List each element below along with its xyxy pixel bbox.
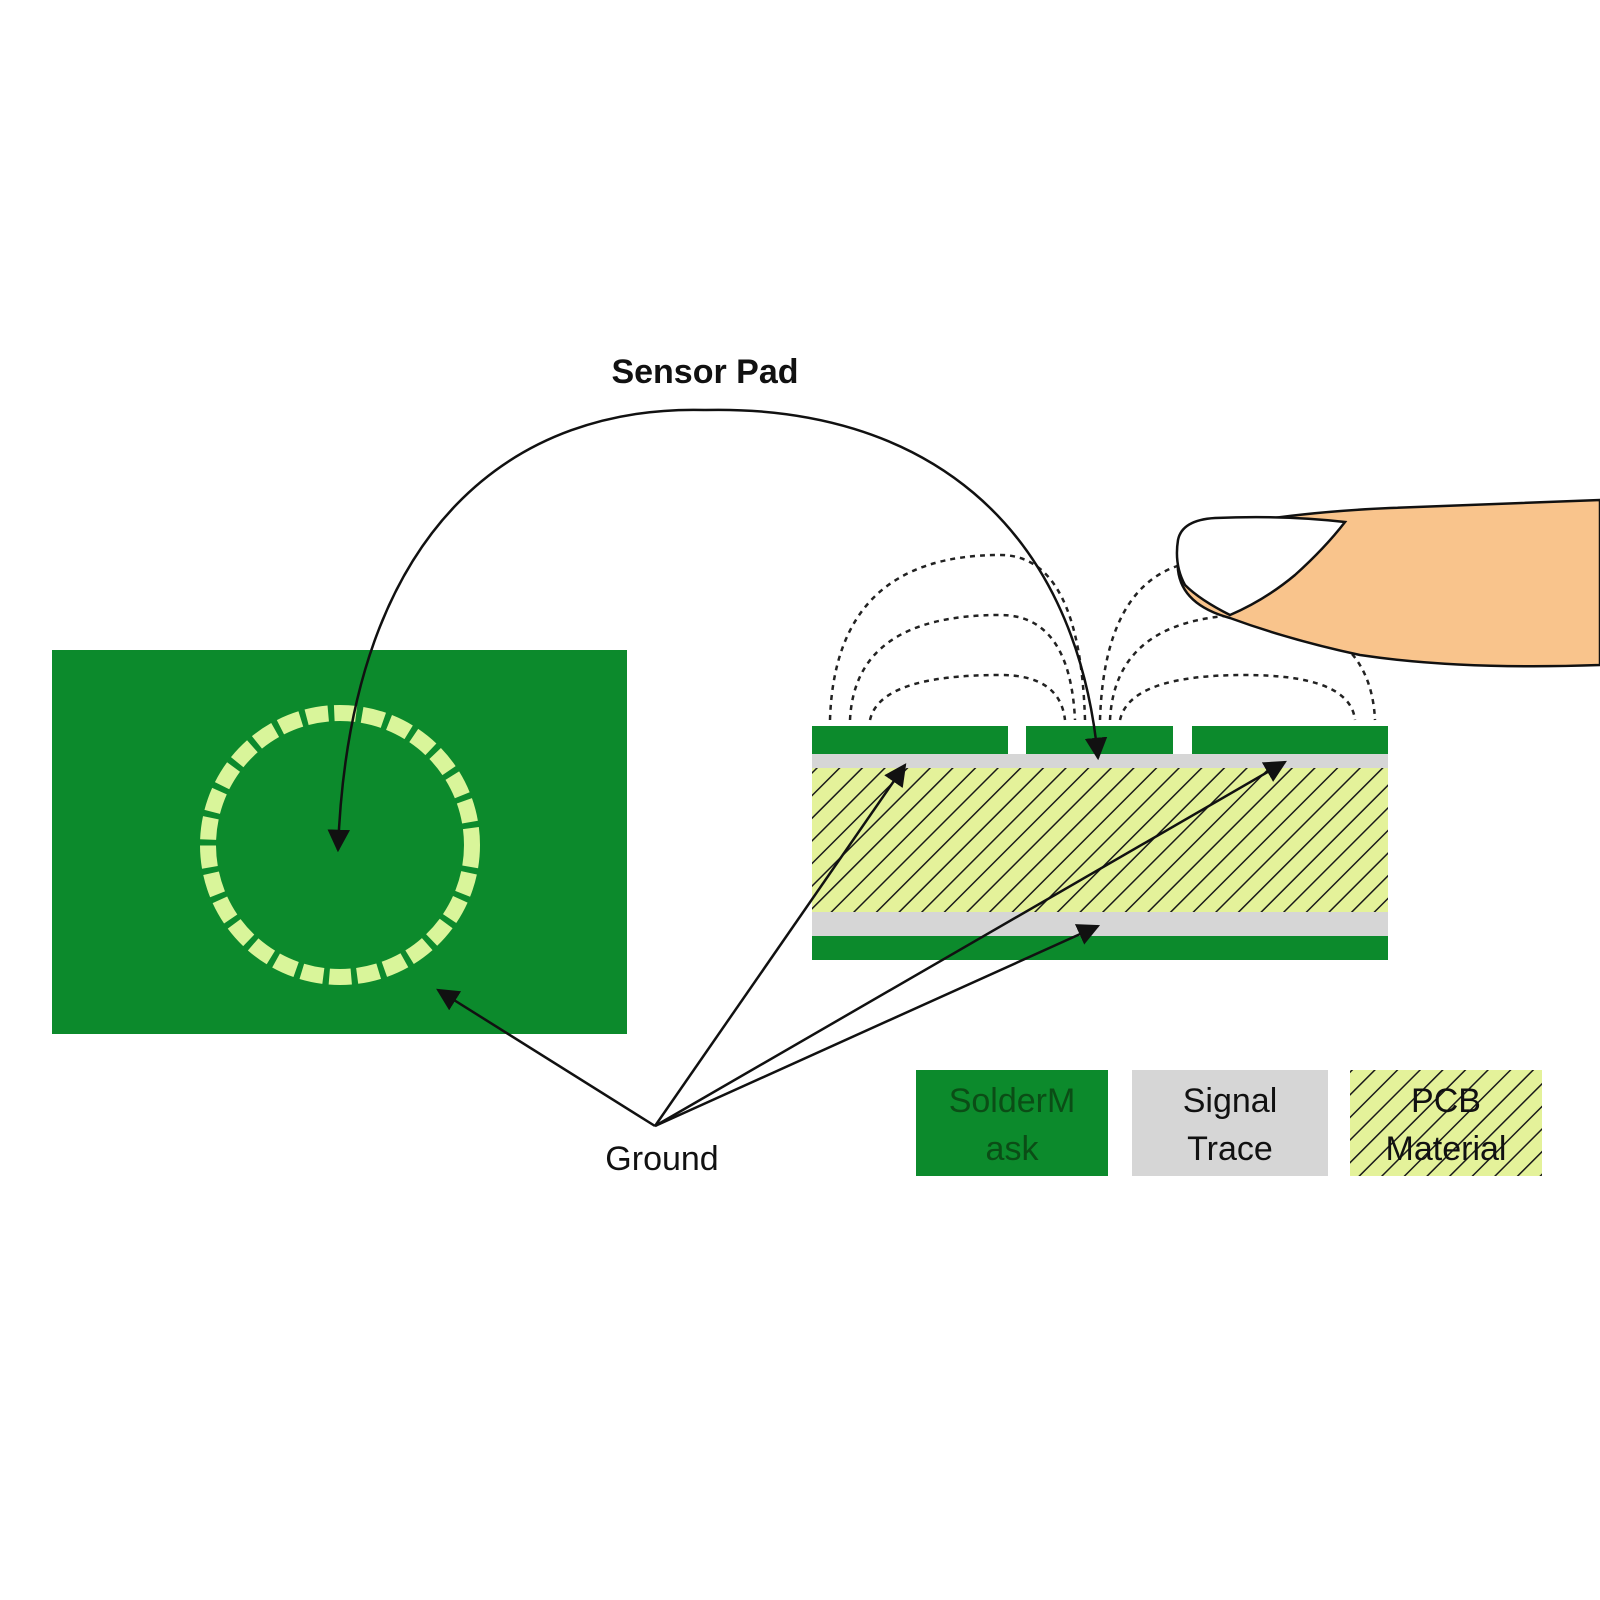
sensor-pad-label: Sensor Pad [611,353,798,391]
arrow-to-cross-section-pad [704,408,1108,761]
legend-swatch-signal-trace [1132,1070,1328,1176]
sensor-pad-arrows [327,408,1108,853]
legend-label-solder-mask-line2: ask [986,1130,1040,1168]
legend-label-pcb-material-line2: Material [1386,1130,1507,1168]
legend-label-signal-trace-line1: Signal [1183,1082,1278,1120]
arrow-to-right-ground-pad [654,760,1287,1128]
pcb-cross-section [812,726,1388,960]
arrow-to-top-view-pad [327,408,706,853]
field-line-right-middle [1108,613,1377,721]
fingernail [1175,515,1348,617]
ground-arrows [436,760,1287,1128]
signal-trace-bottom [812,912,1388,936]
legend-swatch-solder-mask [916,1070,1108,1176]
legend-label-signal-trace-line2: Trace [1187,1130,1273,1168]
solder-mask-left-pad [812,726,1008,754]
field-line-left-outer [828,553,1087,721]
ground-label: Ground [605,1140,718,1178]
legend-item-pcb-material: PCB Material [1350,1070,1542,1176]
cross-section-pcb-material [812,768,1388,912]
legend-item-solder-mask: SolderM ask [916,1070,1108,1176]
legend-label-pcb-material-line1: PCB [1411,1082,1481,1120]
solder-mask-sensor-pad [1026,726,1173,754]
legend: SolderM ask Signal Trace PCB Material [916,1070,1542,1176]
field-line-left-middle [848,613,1077,721]
field-line-right-inner [1118,673,1357,721]
signal-trace-top [812,754,1388,768]
legend-item-signal-trace: Signal Trace [1132,1070,1328,1176]
legend-label-solder-mask-line1: SolderM [949,1082,1076,1120]
finger-illustration [1175,498,1600,668]
arrow-to-top-view-ground [436,988,656,1128]
arrow-to-left-ground-pad [653,763,907,1127]
sensor-pad-ring [200,705,480,985]
arrow-to-bottom-ground-plane [654,924,1101,1128]
legend-swatch-pcb-material [1350,1070,1542,1176]
solder-mask-right-pad [1192,726,1388,754]
field-line-left-inner [868,673,1067,721]
solder-mask-bottom [812,936,1388,960]
